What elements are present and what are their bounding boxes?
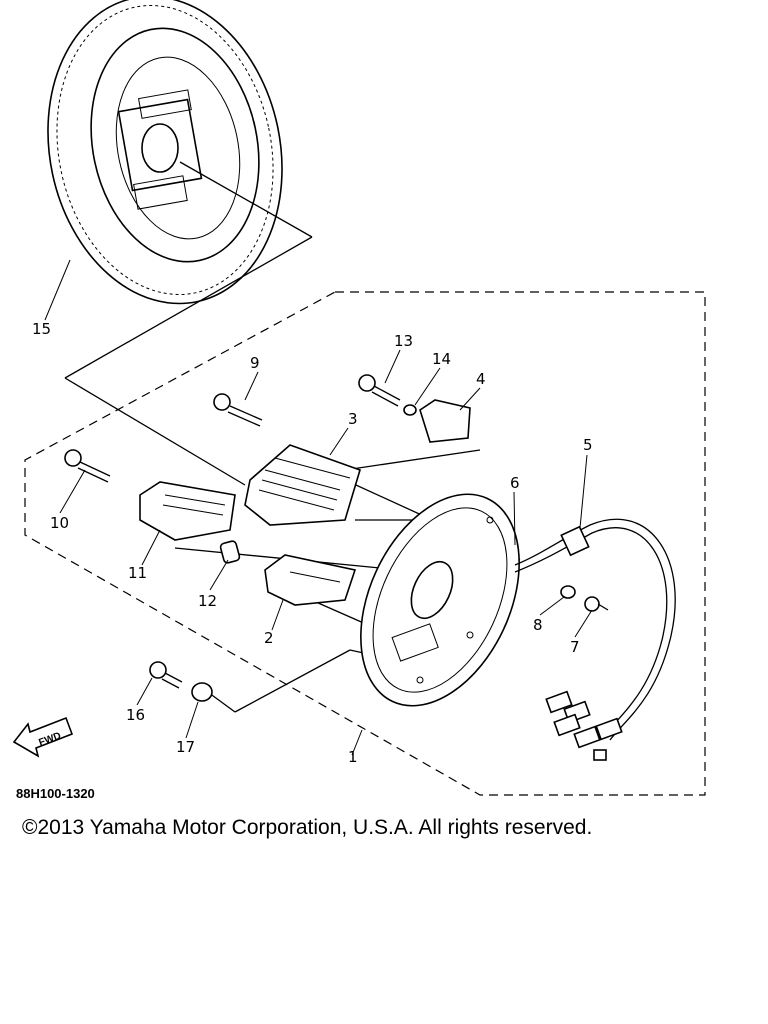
screw-13	[358, 374, 401, 407]
screw-9	[213, 393, 263, 427]
callout-4: 4	[476, 370, 486, 388]
bracket-4	[419, 399, 471, 443]
charge-coil	[139, 481, 236, 541]
callout-7: 7	[570, 638, 580, 656]
assembly-boundary	[24, 291, 706, 796]
callout-9: 9	[250, 354, 260, 372]
callout-1: 1	[348, 748, 358, 766]
screw-16	[149, 661, 183, 689]
callout-16: 16	[126, 706, 145, 724]
copyright-notice: ©2013 Yamaha Motor Corporation, U.S.A. A…	[22, 816, 593, 839]
washer-14	[403, 404, 417, 416]
callout-3: 3	[348, 410, 358, 428]
callout-5: 5	[583, 436, 593, 454]
screw-7	[584, 596, 609, 612]
callout-12: 12	[198, 592, 217, 610]
exploded-parts-diagram: 1 2 3 4 5 6 7 8 9 10 11 12 13 14 15 16 1…	[12, 0, 706, 800]
callout-10: 10	[50, 514, 69, 532]
washer-17	[191, 682, 213, 702]
collar-12	[219, 540, 241, 564]
callout-6: 6	[510, 474, 520, 492]
callout-labels: 1 2 3 4 5 6 7 8 9 10 11 12 13 14 15 16 1…	[32, 320, 593, 766]
wire-harness	[514, 518, 676, 761]
callout-15: 15	[32, 320, 51, 338]
connector-bundle	[545, 690, 623, 761]
callout-leaders	[44, 259, 593, 756]
callout-2: 2	[264, 629, 274, 647]
screw-10	[64, 449, 111, 483]
flywheel-rotor	[47, 0, 283, 305]
callout-13: 13	[394, 332, 413, 350]
pickup-coil	[264, 554, 357, 606]
stator-base-plate	[360, 493, 520, 707]
stator-coil	[244, 444, 361, 526]
drawing-code: 88H100-1320	[16, 786, 95, 800]
callout-17: 17	[176, 738, 195, 756]
callout-11: 11	[128, 564, 147, 582]
fwd-arrow-icon: FWD	[12, 716, 74, 758]
callout-14: 14	[432, 350, 451, 368]
washer-8	[560, 585, 576, 599]
callout-8: 8	[533, 616, 543, 634]
